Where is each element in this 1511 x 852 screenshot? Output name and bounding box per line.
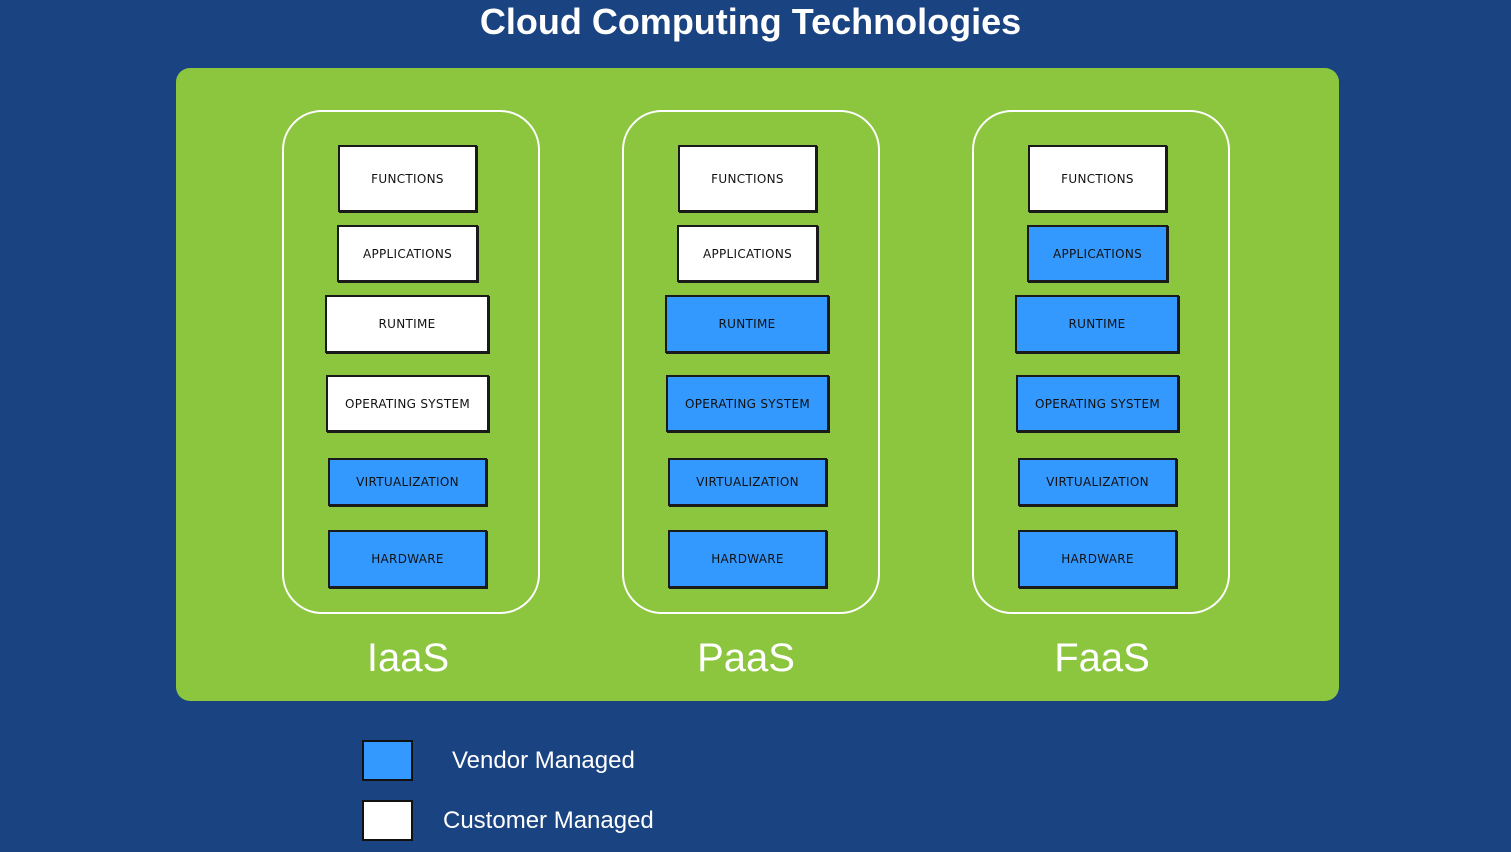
faas-layer-operating-system: OPERATING SYSTEM [1016, 375, 1179, 432]
legend-customer-swatch [362, 800, 413, 841]
faas-layer-applications: APPLICATIONS [1027, 225, 1168, 282]
diagram-title: Cloud Computing Technologies [479, 1, 1022, 42]
paas-layer-virtualization: VIRTUALIZATION [668, 458, 827, 506]
faas-layer-runtime: RUNTIME [1015, 295, 1179, 353]
iaas-layer-applications: APPLICATIONS [337, 225, 478, 282]
paas-column [622, 110, 880, 614]
paas-layer-runtime: RUNTIME [665, 295, 829, 353]
iaas-layer-operating-system: OPERATING SYSTEM [326, 375, 489, 432]
legend-vendor-swatch [362, 740, 413, 781]
iaas-label: IaaS [366, 636, 450, 680]
legend-customer-label: Customer Managed [443, 807, 654, 834]
paas-layer-operating-system: OPERATING SYSTEM [666, 375, 829, 432]
iaas-layer-runtime: RUNTIME [325, 295, 489, 353]
faas-layer-functions: FUNCTIONS [1028, 145, 1167, 212]
iaas-column [282, 110, 540, 614]
faas-layer-virtualization: VIRTUALIZATION [1018, 458, 1177, 506]
paas-layer-hardware: HARDWARE [668, 530, 827, 588]
iaas-layer-functions: FUNCTIONS [338, 145, 477, 212]
faas-column [972, 110, 1230, 614]
paas-layer-functions: FUNCTIONS [678, 145, 817, 212]
faas-layer-hardware: HARDWARE [1018, 530, 1177, 588]
paas-label: PaaS [697, 636, 795, 680]
paas-layer-applications: APPLICATIONS [677, 225, 818, 282]
iaas-layer-hardware: HARDWARE [328, 530, 487, 588]
legend-vendor-label: Vendor Managed [452, 747, 635, 774]
faas-label: FaaS [1054, 636, 1150, 680]
iaas-layer-virtualization: VIRTUALIZATION [328, 458, 487, 506]
